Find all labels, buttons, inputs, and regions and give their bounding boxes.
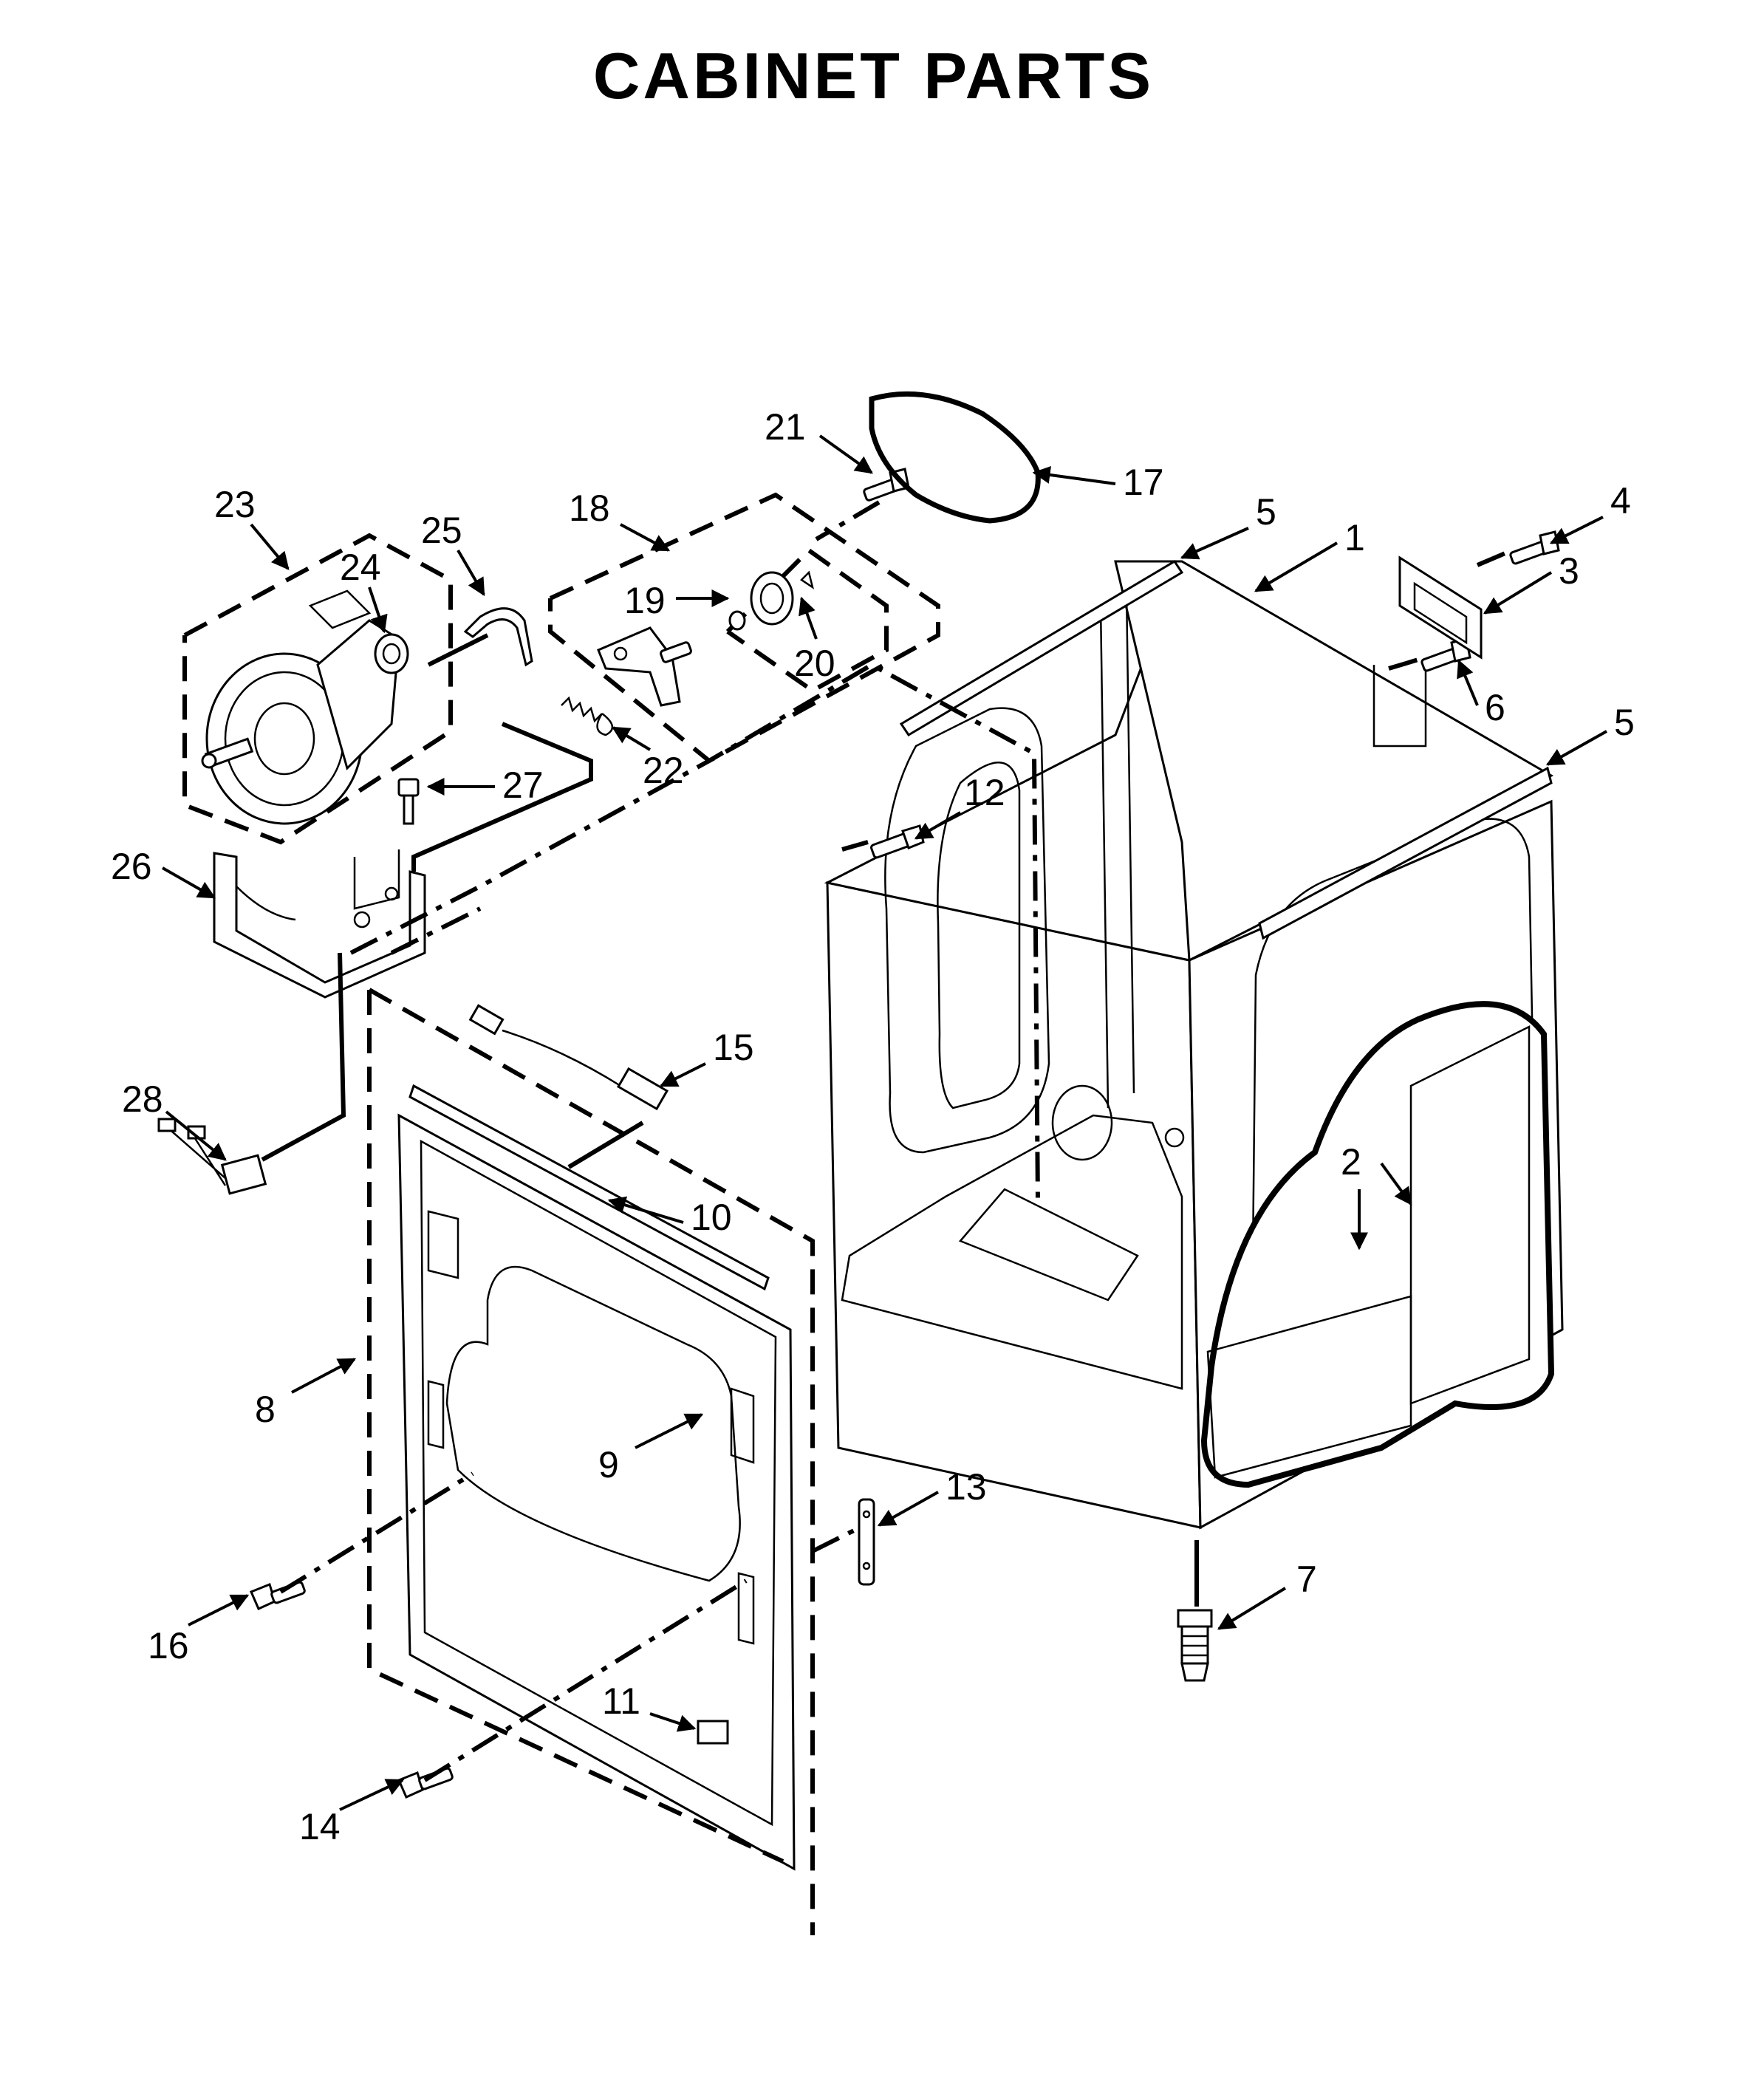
callout-6: 6 — [1485, 687, 1505, 728]
motor-clamp — [463, 607, 533, 667]
callout-12: 12 — [964, 772, 1005, 813]
callout-27: 27 — [502, 765, 544, 806]
callout-22: 22 — [643, 750, 684, 791]
front-panel-badge — [697, 1720, 729, 1745]
drive-belt — [869, 391, 1041, 524]
screw-27 — [397, 778, 420, 825]
motor-pulley — [374, 633, 409, 674]
callout-10: 10 — [691, 1197, 732, 1238]
callout-3: 3 — [1559, 550, 1579, 592]
callout-4: 4 — [1610, 480, 1631, 521]
callout-25: 25 — [421, 510, 462, 551]
rear-panel — [1200, 1001, 1555, 1488]
callout-26: 26 — [111, 846, 152, 887]
callout-17: 17 — [1123, 462, 1164, 503]
vent-bracket — [1398, 555, 1483, 660]
wire-harness — [468, 1004, 669, 1111]
idler-assembly-outline — [548, 492, 940, 764]
door-hinge — [858, 1498, 875, 1586]
screw-14 — [397, 1767, 454, 1799]
assembly-lines — [261, 500, 1508, 1782]
callout-8: 8 — [255, 1389, 276, 1430]
callout-labels: 1 2 3 4 5 5 6 7 8 9 10 11 12 13 14 15 16… — [111, 406, 1635, 1847]
callout-13: 13 — [946, 1466, 987, 1508]
front-panel — [397, 1113, 796, 1871]
callout-18: 18 — [569, 488, 610, 529]
callout-19: 19 — [624, 580, 666, 621]
idler-bracket — [597, 626, 692, 707]
page-title: CABINET PARTS — [592, 39, 1155, 112]
motor-switch — [157, 1118, 267, 1195]
callout-9: 9 — [598, 1444, 619, 1485]
idler-spring — [561, 696, 613, 736]
leader-arrows — [162, 434, 1607, 1811]
drive-motor — [201, 589, 400, 825]
motor-assembly-outline — [182, 533, 453, 845]
callout-28: 28 — [122, 1078, 163, 1120]
callout-5a: 5 — [1256, 491, 1276, 533]
idler-pulley — [728, 570, 814, 631]
cabinet — [824, 560, 1564, 1530]
callout-2: 2 — [1341, 1141, 1361, 1183]
callout-5b: 5 — [1614, 702, 1635, 743]
callout-24: 24 — [340, 547, 381, 588]
callout-16: 16 — [148, 1625, 189, 1666]
callout-15: 15 — [713, 1027, 754, 1068]
callout-11: 11 — [602, 1680, 640, 1722]
top-strip-left — [899, 559, 1184, 737]
callout-20: 20 — [794, 643, 835, 684]
callout-14: 14 — [299, 1806, 341, 1847]
callout-23: 23 — [214, 484, 256, 525]
screw-4 — [1509, 530, 1560, 565]
screw-16 — [250, 1581, 306, 1610]
callout-7: 7 — [1296, 1559, 1317, 1600]
callout-21: 21 — [765, 406, 806, 448]
leveling-leg — [1177, 1609, 1213, 1682]
callout-1: 1 — [1344, 517, 1365, 558]
top-strip-right — [1258, 766, 1553, 940]
front-panel-assembly-outline — [367, 988, 815, 1935]
motor-mount — [213, 849, 426, 999]
